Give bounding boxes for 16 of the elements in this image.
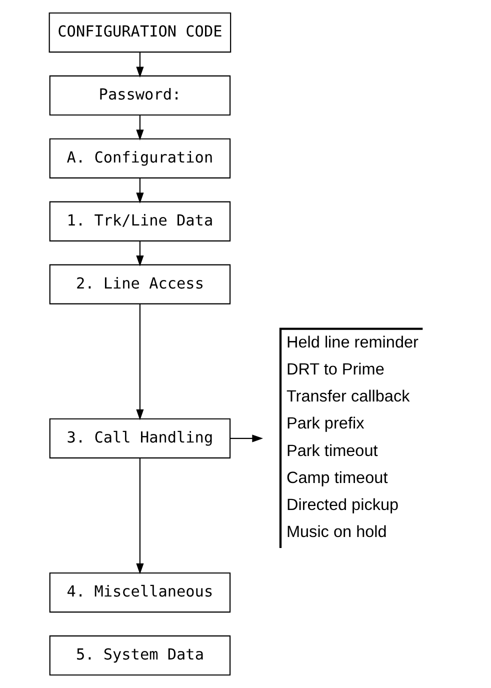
arrow xyxy=(136,115,144,141)
node-box: 3. Call Handling xyxy=(49,418,231,458)
arrow xyxy=(136,178,144,204)
arrow xyxy=(136,52,144,78)
arrow xyxy=(136,241,144,266)
node-box: A. Configuration xyxy=(49,138,231,178)
node-box: 1. Trk/Line Data xyxy=(49,201,231,242)
node-box: 5. System Data xyxy=(49,635,231,676)
node-box: 4. Miscellaneous xyxy=(49,572,231,613)
node-box: 2. Line Access xyxy=(49,264,231,304)
arrow xyxy=(136,304,144,420)
arrow xyxy=(230,434,264,442)
arrow xyxy=(136,458,144,574)
node-text: Held line reminder DRT to Prime Transfer callback Park prefix Park timeout Camp timeout Directed pickup Music on hold xyxy=(286,333,418,542)
node-box: CONFIGURATION CODE xyxy=(48,12,232,53)
node-box: Password: xyxy=(49,75,231,116)
